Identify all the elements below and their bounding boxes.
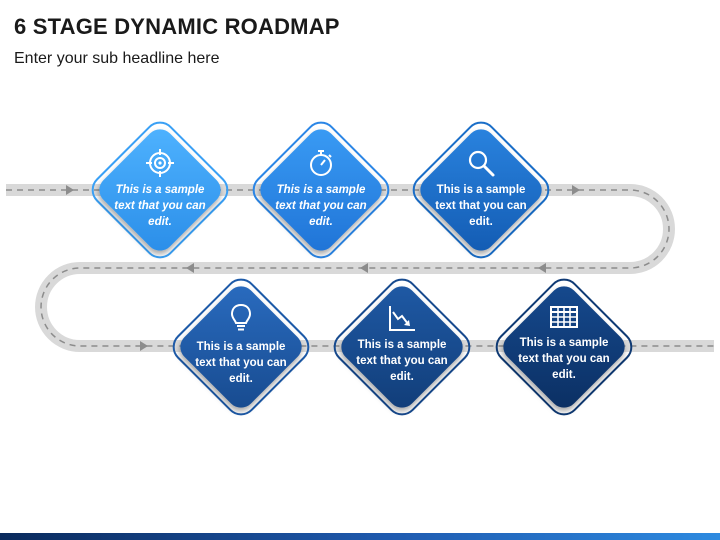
road-dashes [6,189,714,347]
stage-text: This is a sample text that you can edit. [356,339,448,383]
stage-text: This is a sample text that you can edit. [114,184,206,228]
stage-text: This is a sample text that you can edit. [195,341,287,385]
bottom-accent-bar [0,533,720,540]
stage-4: This is a sample text that you can edit. [166,272,316,422]
stage-text: This is a sample text that you can edit. [435,184,527,228]
table-grid-icon [550,306,578,328]
road-arrow [572,185,580,195]
stage-1: This is a sample text that you can edit. [85,115,235,265]
stage-text: This is a sample text that you can edit. [275,184,367,228]
road-arrow [186,263,194,273]
road-arrow [66,185,74,195]
declining-chart-icon [389,306,415,331]
stage-3: This is a sample text that you can edit. [406,115,556,265]
road-arrow [360,263,368,273]
stage-5: This is a sample text that you can edit. [327,272,477,422]
page-subtitle: Enter your sub headline here [14,50,220,67]
search-icon [468,150,495,177]
stage-6: This is a sample text that you can edit. [489,272,639,422]
road-arrow [538,263,546,273]
stage-2: This is a sample text that you can edit. [246,115,396,265]
stage-text: This is a sample text that you can edit. [518,337,610,381]
lightbulb-icon [230,303,252,331]
page-title: 6 STAGE DYNAMIC ROADMAP [14,14,340,39]
target-icon [146,149,174,177]
road-arrow [140,341,148,351]
stopwatch-icon [310,150,332,176]
